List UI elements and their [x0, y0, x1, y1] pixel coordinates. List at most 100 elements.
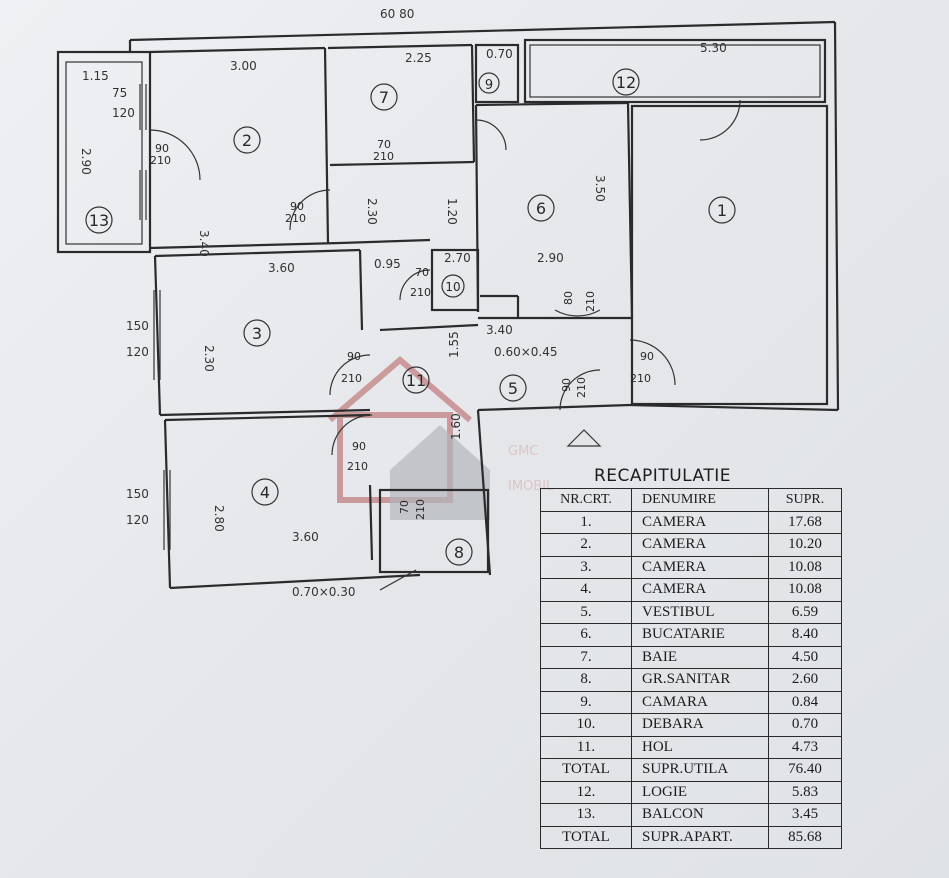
- row-nr: TOTAL: [540, 825, 632, 849]
- dim-120c: 1.20: [445, 198, 459, 225]
- door-label: 210: [341, 372, 362, 385]
- dim-150a: 150: [126, 319, 149, 333]
- dim-300: 3.00: [230, 59, 257, 73]
- room-number-5: 5: [508, 379, 518, 398]
- row-name: HOL: [631, 735, 769, 759]
- dim-340a: 3.40: [197, 230, 211, 257]
- dim-290: 2.90: [79, 148, 93, 175]
- door-label: 210: [630, 372, 651, 385]
- row-nr: 11.: [540, 735, 632, 759]
- row-name: CAMERA: [631, 533, 769, 557]
- row-name: CAMERA: [631, 555, 769, 579]
- walls: [56, 20, 840, 590]
- row-name: LOGIE: [631, 780, 769, 804]
- door-label: 90: [560, 378, 573, 392]
- row-nr: 6.: [540, 623, 632, 647]
- row-nr: 7.: [540, 645, 632, 669]
- door-label: 210: [347, 460, 368, 473]
- row-name: SUPR.APART.: [631, 825, 769, 849]
- room-number-4: 4: [260, 483, 270, 502]
- door-label: 70: [377, 138, 391, 151]
- header-nr: NR.CRT.: [540, 488, 632, 512]
- watermark-text-1: GMC: [508, 444, 538, 459]
- row-nr: 10.: [540, 713, 632, 737]
- dim-225: 2.25: [405, 51, 432, 65]
- row-nr: 12.: [540, 780, 632, 804]
- dim-115: 1.15: [82, 69, 109, 83]
- dim-340b: 3.40: [486, 323, 513, 337]
- dim-top: 60 80: [380, 7, 414, 21]
- row-nr: 3.: [540, 555, 632, 579]
- door-label: 90: [290, 200, 304, 213]
- row-name: CAMERA: [631, 578, 769, 602]
- row-area: 4.73: [768, 735, 842, 759]
- room-number-11: 11: [406, 371, 426, 390]
- recap-title: RECAPITULATIE: [594, 466, 731, 486]
- row-name: DEBARA: [631, 713, 769, 737]
- row-area: 8.40: [768, 623, 842, 647]
- dim-155: 1.55: [447, 331, 461, 358]
- row-name: BUCATARIE: [631, 623, 769, 647]
- dim-070x030: 0.70×0.30: [292, 585, 356, 599]
- dim-530: 5.30: [700, 41, 727, 55]
- row-nr: 2.: [540, 533, 632, 557]
- row-name: GR.SANITAR: [631, 668, 769, 692]
- door-label: 90: [155, 142, 169, 155]
- row-area: 10.20: [768, 533, 842, 557]
- dim-360a: 3.60: [268, 261, 295, 275]
- recap-header-row: NR.CRT. DENUMIRE SUPR.: [540, 488, 842, 512]
- room-number-9: 9: [485, 78, 493, 93]
- row-area: 5.83: [768, 780, 842, 804]
- leader-line: [379, 569, 417, 591]
- row-area: 4.50: [768, 645, 842, 669]
- row-area: 76.40: [768, 758, 842, 782]
- row-area: 10.08: [768, 578, 842, 602]
- row-name: VESTIBUL: [631, 600, 769, 624]
- row-area: 2.60: [768, 668, 842, 692]
- dim-120b: 120: [126, 513, 149, 527]
- room-number-12: 12: [616, 73, 636, 92]
- dim-070: 0.70: [486, 47, 513, 61]
- row-area: 0.84: [768, 690, 842, 714]
- door-label: 90: [352, 440, 366, 453]
- room-number-8: 8: [454, 543, 464, 562]
- row-nr: 13.: [540, 803, 632, 827]
- row-area: 6.59: [768, 600, 842, 624]
- row-area: 17.68: [768, 510, 842, 534]
- door-label: 210: [285, 212, 306, 225]
- door-label: 210: [575, 377, 588, 398]
- header-denumire: DENUMIRE: [631, 488, 769, 512]
- row-nr: 1.: [540, 510, 632, 534]
- room-labels: 1 2 3 4 5 6 7 8 9 10 11 12 13: [85, 68, 736, 566]
- dim-280: 2.80: [212, 505, 226, 532]
- dim-120a: 120: [126, 345, 149, 359]
- dim-060x045: 0.60×0.45: [494, 345, 558, 359]
- door-label: 80: [562, 291, 575, 305]
- dim-270: 2.70: [444, 251, 471, 265]
- row-name: SUPR.UTILA: [631, 758, 769, 782]
- door-label: 70: [415, 266, 429, 279]
- door-label: 210: [414, 499, 427, 520]
- dim-095: 0.95: [374, 257, 401, 271]
- marker-triangle: [566, 429, 602, 447]
- dim-160: 1.60: [449, 413, 463, 440]
- door-label: 90: [640, 350, 654, 363]
- row-nr: 4.: [540, 578, 632, 602]
- row-nr: 9.: [540, 690, 632, 714]
- room-number-2: 2: [242, 131, 252, 150]
- dim-230: 2.30: [202, 345, 216, 372]
- row-area: 0.70: [768, 713, 842, 737]
